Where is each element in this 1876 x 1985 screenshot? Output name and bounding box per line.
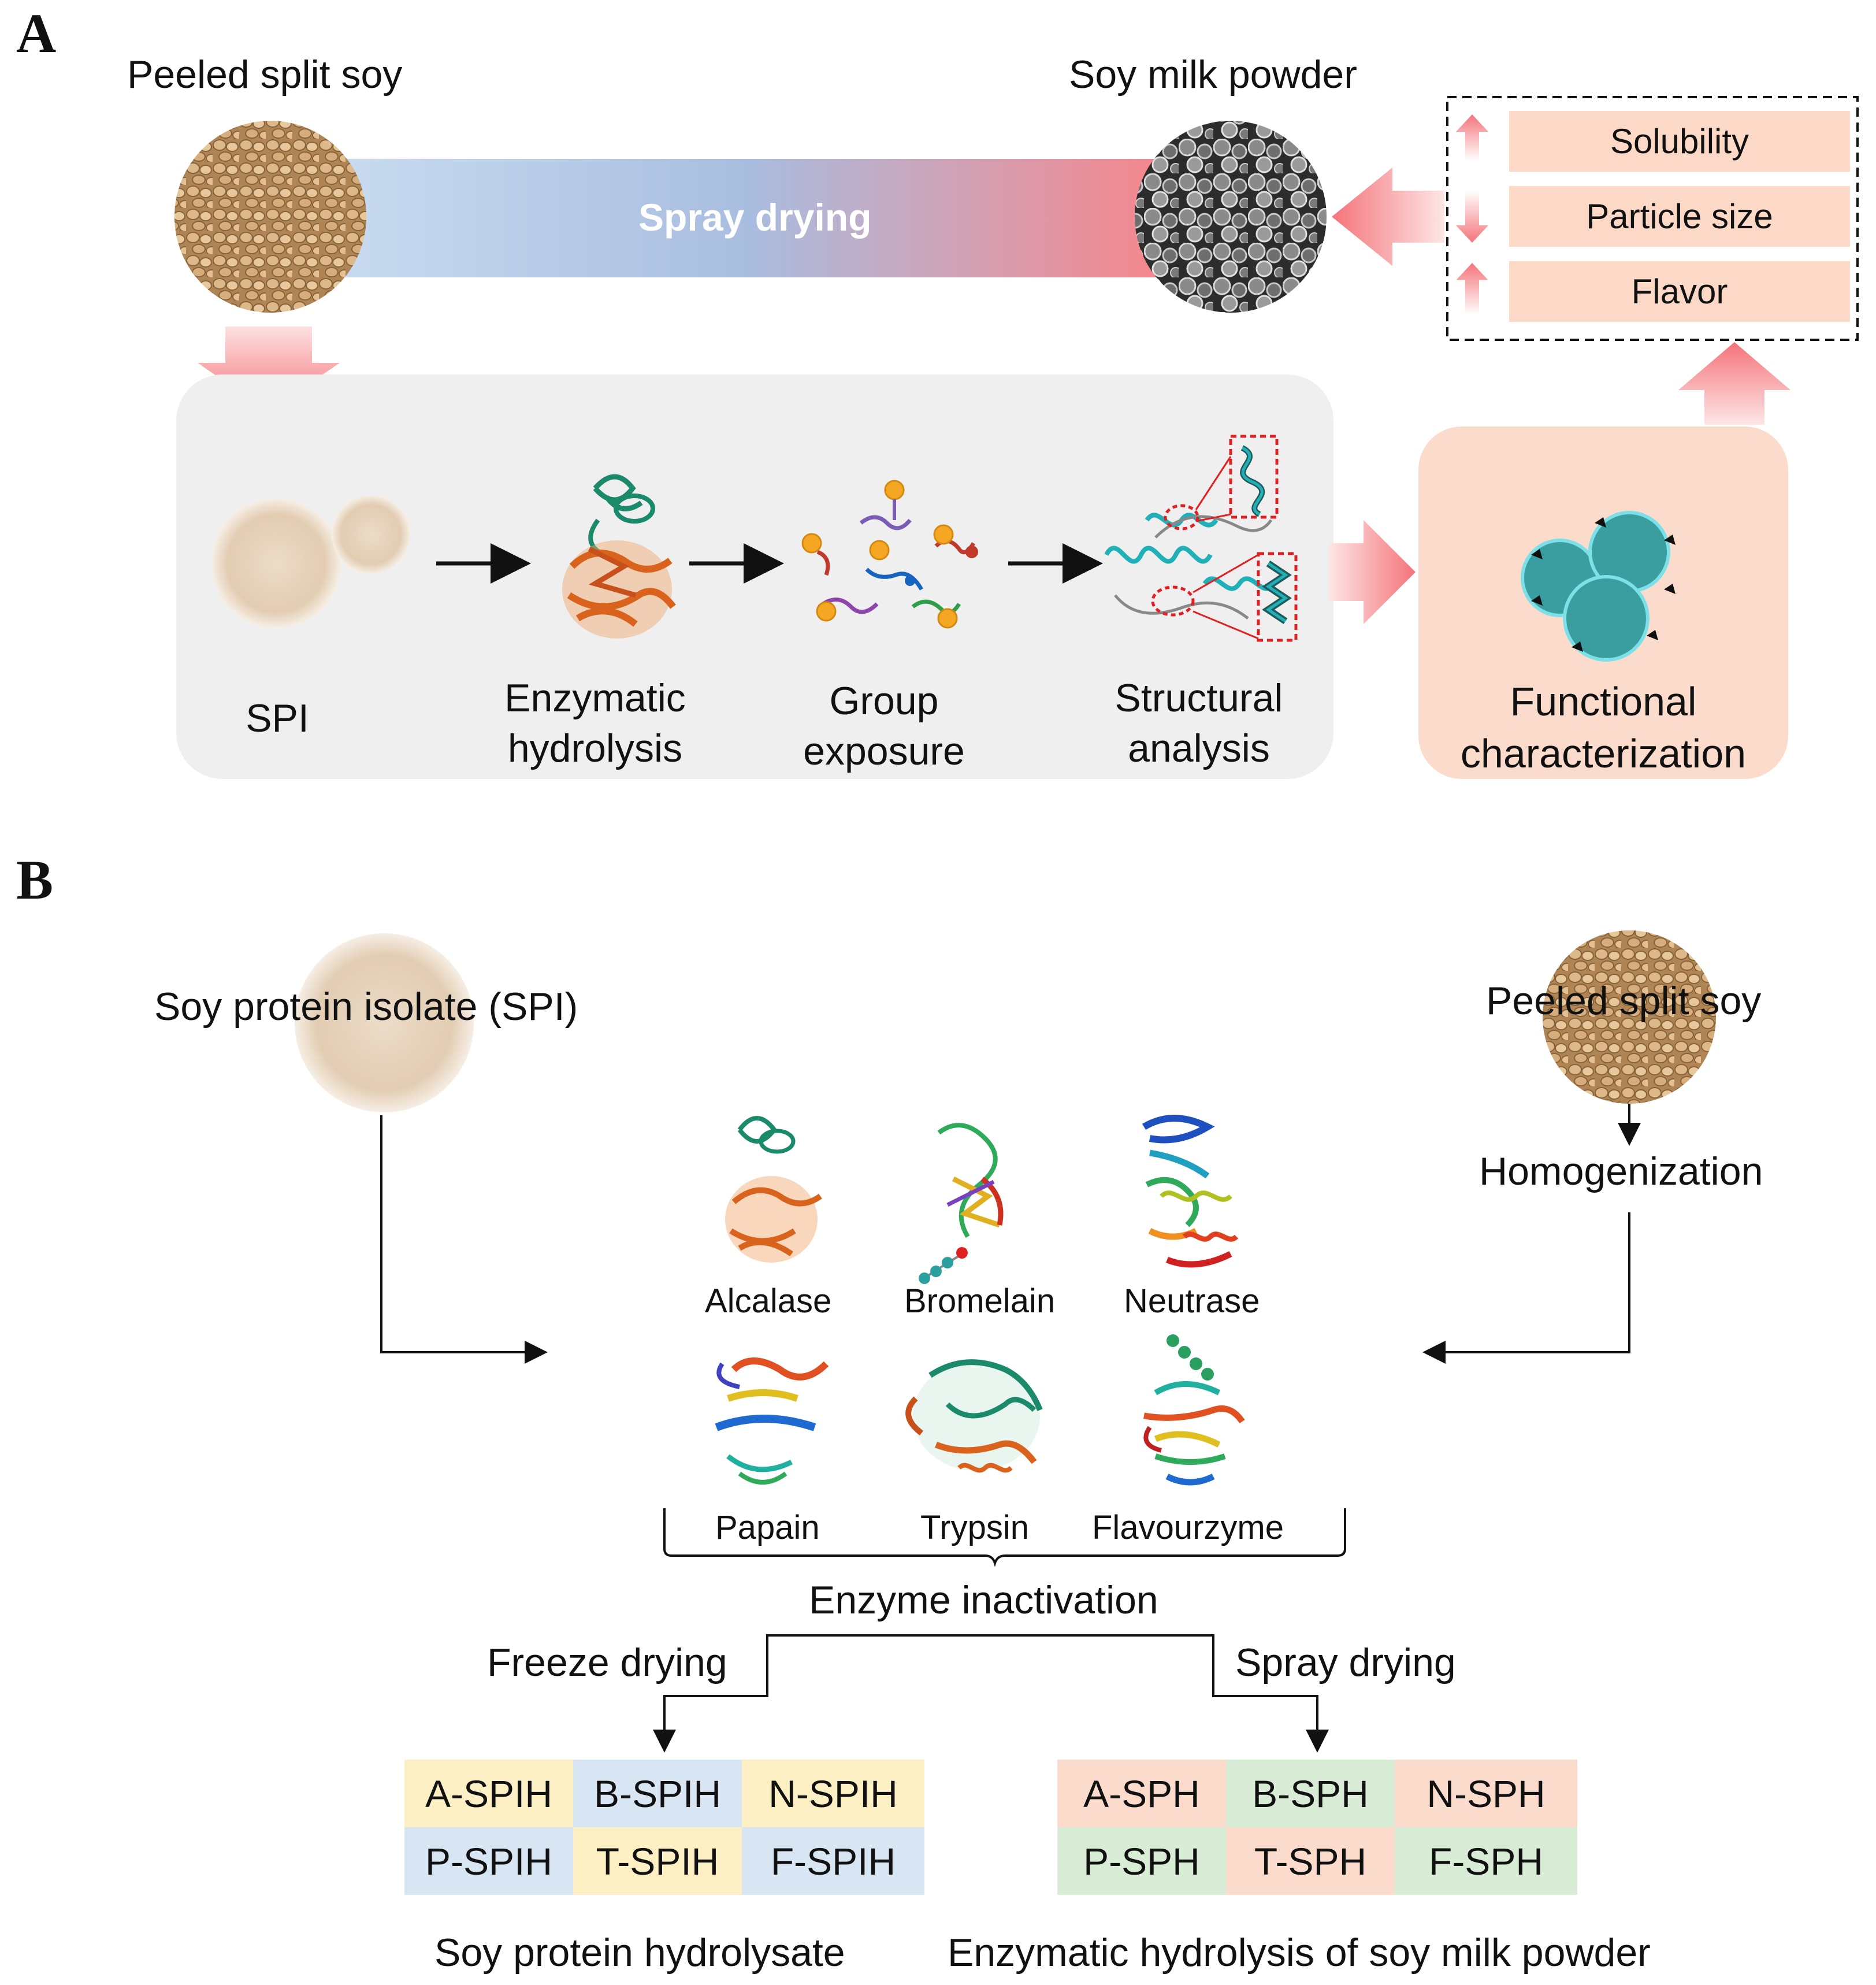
step-structural-analysis-label: Structural analysis: [1115, 676, 1283, 771]
step-enzymatic-hydrolysis-label: Enzymatic hydrolysis: [504, 676, 686, 771]
bromelain-structure: [919, 1123, 1004, 1284]
enzyme-protein-illustration: [562, 474, 676, 639]
enzyme-alcalase-label: Alcalase: [705, 1282, 832, 1320]
soy-milk-powder-image: [1135, 121, 1327, 313]
table-cell: N-SPH: [1395, 1760, 1577, 1827]
table-cell: T-SPH: [1226, 1827, 1395, 1895]
structural-analysis-illustration: [1104, 435, 1298, 642]
papain-structure: [715, 1357, 829, 1485]
panel-b-artwork: [295, 930, 1716, 1753]
functional-to-properties-arrow: [1678, 342, 1790, 425]
panel-a-letter: A: [16, 2, 57, 64]
property-flavor: Flavor: [1509, 261, 1850, 322]
spi-to-enzymes-connector: [380, 1115, 548, 1364]
panel-b-letter: B: [16, 849, 54, 911]
soy-milk-powder-label: Soy milk powder: [1069, 53, 1357, 97]
step-group-exposure-label: Group exposure: [803, 679, 965, 774]
neutrase-structure: [1142, 1115, 1239, 1268]
table-cell: T-SPIH: [573, 1827, 742, 1895]
flavourzyme-structure: [1143, 1334, 1245, 1486]
soy-to-spi-arrow: [198, 326, 340, 411]
freeze-drying-branch: [653, 1634, 995, 1753]
table-cell: N-SPIH: [742, 1760, 924, 1827]
table-cell: P-SPIH: [404, 1827, 573, 1895]
properties-dashed-box: [1446, 96, 1859, 341]
soy-milk-powder-caption: Enzymatic hydrolysis of soy milk powder: [948, 1931, 1651, 1975]
cell-label: N-SPH: [1426, 1772, 1546, 1815]
trypsin-structure: [905, 1359, 1043, 1473]
cell-label: P-SPH: [1083, 1839, 1200, 1883]
enzyme-flavourzyme-label: Flavourzyme: [1092, 1509, 1284, 1546]
soy-protein-hydrolysate-caption: Soy protein hydrolysate: [434, 1931, 845, 1975]
cell-label: T-SPIH: [596, 1839, 719, 1883]
process-to-functional-arrow: [1329, 520, 1416, 624]
table-cell: P-SPH: [1057, 1827, 1226, 1895]
peeled-split-soy-label: Peeled split soy: [127, 53, 403, 97]
spi-powder-image-b: [295, 933, 474, 1112]
group-exposure-illustration: [801, 480, 978, 629]
enzyme-trypsin-label: Trypsin: [920, 1509, 1029, 1546]
freeze-drying-label: Freeze drying: [487, 1641, 727, 1685]
enzyme-neutrase-label: Neutrase: [1124, 1282, 1260, 1320]
table-cell: B-SPIH: [573, 1760, 742, 1827]
spi-powder-small: [332, 495, 410, 574]
enzyme-papain-label: Papain: [715, 1509, 820, 1546]
homogenization-to-enzymes-connector: [1422, 1212, 1630, 1364]
particle-size-down-arrow: [1456, 191, 1488, 243]
cell-label: F-SPH: [1429, 1839, 1543, 1883]
table-cell: F-SPH: [1395, 1827, 1577, 1895]
cell-label: N-SPIH: [768, 1772, 898, 1815]
soy-bean-image-b: [1543, 930, 1716, 1104]
peeled-split-soy-label-b: Peeled split soy: [1486, 979, 1762, 1023]
cell-label: P-SPIH: [425, 1839, 553, 1883]
spray-drying-label: Spray drying: [638, 196, 872, 239]
spray-drying-label-b: Spray drying: [1235, 1641, 1456, 1685]
enzyme-inactivation-label: Enzyme inactivation: [809, 1578, 1158, 1622]
property-to-powder-arrow: [1332, 168, 1444, 266]
table-cell: A-SPIH: [404, 1760, 573, 1827]
table-cell: A-SPH: [1057, 1760, 1226, 1827]
property-solubility: Solubility: [1509, 111, 1850, 172]
soy-bean-image: [174, 121, 366, 313]
table-cell: F-SPIH: [742, 1827, 924, 1895]
enzyme-group-brace: [663, 1508, 1346, 1567]
table-cell: B-SPH: [1226, 1760, 1395, 1827]
cell-label: F-SPIH: [770, 1839, 896, 1883]
cell-label: T-SPH: [1254, 1839, 1367, 1883]
cell-label: B-SPH: [1252, 1772, 1369, 1815]
panel-a-artwork: [174, 96, 1859, 779]
functional-characterization-label: Functional characterization: [1460, 679, 1747, 776]
cell-label: A-SPIH: [425, 1772, 553, 1815]
alcalase-structure: [725, 1116, 822, 1263]
particle-cluster-illustration: [1521, 511, 1676, 662]
solubility-up-arrow: [1456, 114, 1488, 161]
property-label: Solubility: [1610, 122, 1749, 161]
spi-label: Soy protein isolate (SPI): [154, 985, 578, 1029]
step-spi-label: SPI: [246, 696, 309, 740]
spray-drying-branch: [995, 1634, 1329, 1753]
enzyme-bromelain-label: Bromelain: [904, 1282, 1056, 1320]
spray-drying-band: [324, 159, 1173, 277]
property-label: Flavor: [1631, 272, 1728, 311]
cell-label: B-SPIH: [593, 1772, 722, 1815]
flavor-up-arrow: [1456, 263, 1488, 315]
property-label: Particle size: [1586, 197, 1773, 236]
cell-label: A-SPH: [1083, 1772, 1200, 1815]
property-particle-size: Particle size: [1509, 186, 1850, 247]
spi-powder-large: [211, 499, 341, 628]
homogenization-label: Homogenization: [1479, 1149, 1763, 1193]
